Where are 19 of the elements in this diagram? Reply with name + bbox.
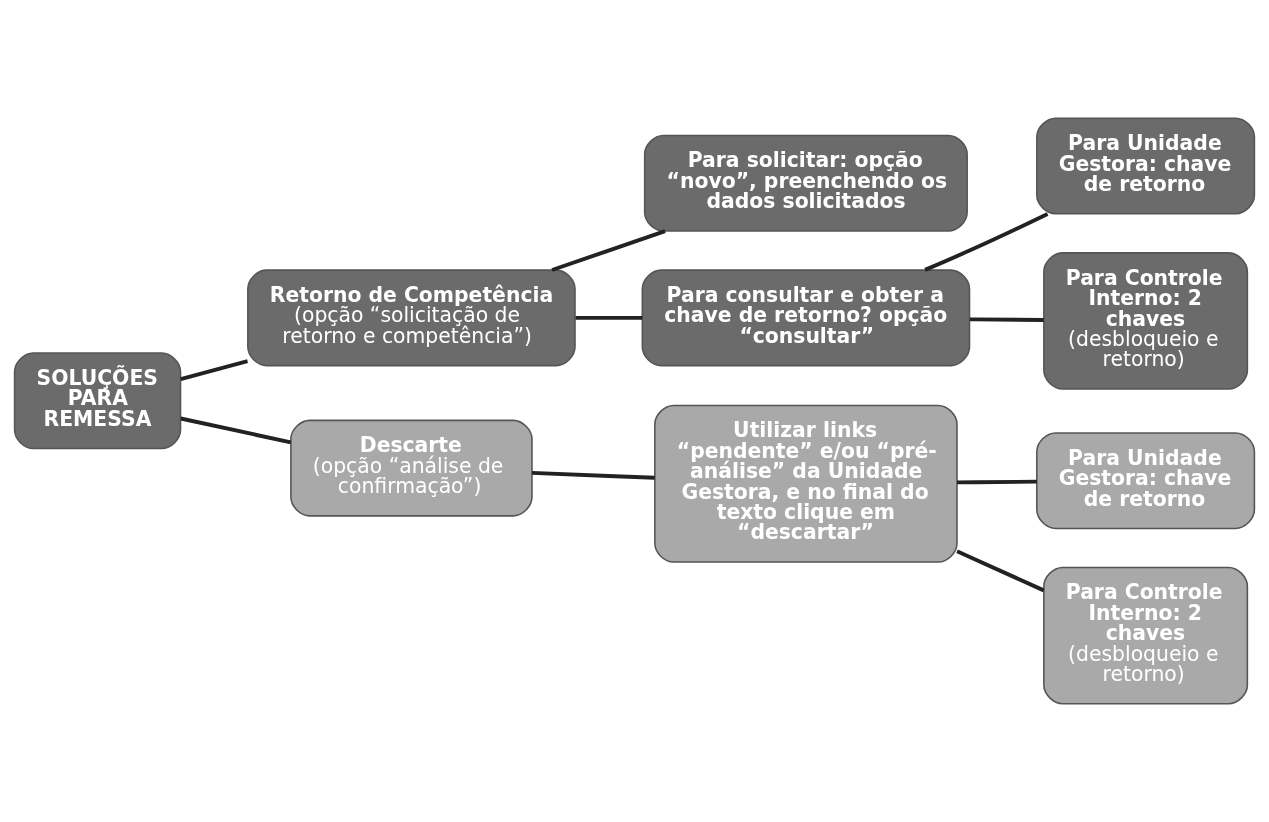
node-box: Retorno de Competência (opção “solicitação de retorno e competência”): [247, 269, 576, 367]
connector: [531, 470, 655, 480]
node-box: Para Unidade Gestora: chave de retorno: [1036, 432, 1256, 530]
connector: [969, 317, 1044, 322]
connector: [956, 549, 1045, 593]
connector: [924, 212, 1049, 272]
connector: [180, 359, 249, 381]
node-box: Para Controle Interno: 2 chaves (desbloqueio e retorno): [1043, 566, 1249, 705]
node-box: Descarte (opção “análise de confirmação”): [290, 419, 533, 517]
node-box: SOLUÇÕES PARA REMESSA: [13, 352, 182, 450]
node-box: Para consultar e obter a chave de retorno? opção “consultar”: [641, 269, 971, 367]
node-box: Utilizar links “pendente” e/ou “pré-análise” da Unidade Gestora, e no final do texto clique em “descartar”: [654, 404, 958, 563]
node-box: Para Controle Interno: 2 chaves (desbloqueio e retorno): [1043, 252, 1249, 390]
connector: [551, 229, 666, 272]
connector: [957, 479, 1037, 485]
node-box: Para solicitar: opção “novo”, preenchendo os dados solicitados: [643, 134, 968, 232]
connector: [575, 315, 643, 320]
connector: [180, 416, 292, 445]
node-box: Para Unidade Gestora: chave de retorno: [1036, 117, 1256, 215]
